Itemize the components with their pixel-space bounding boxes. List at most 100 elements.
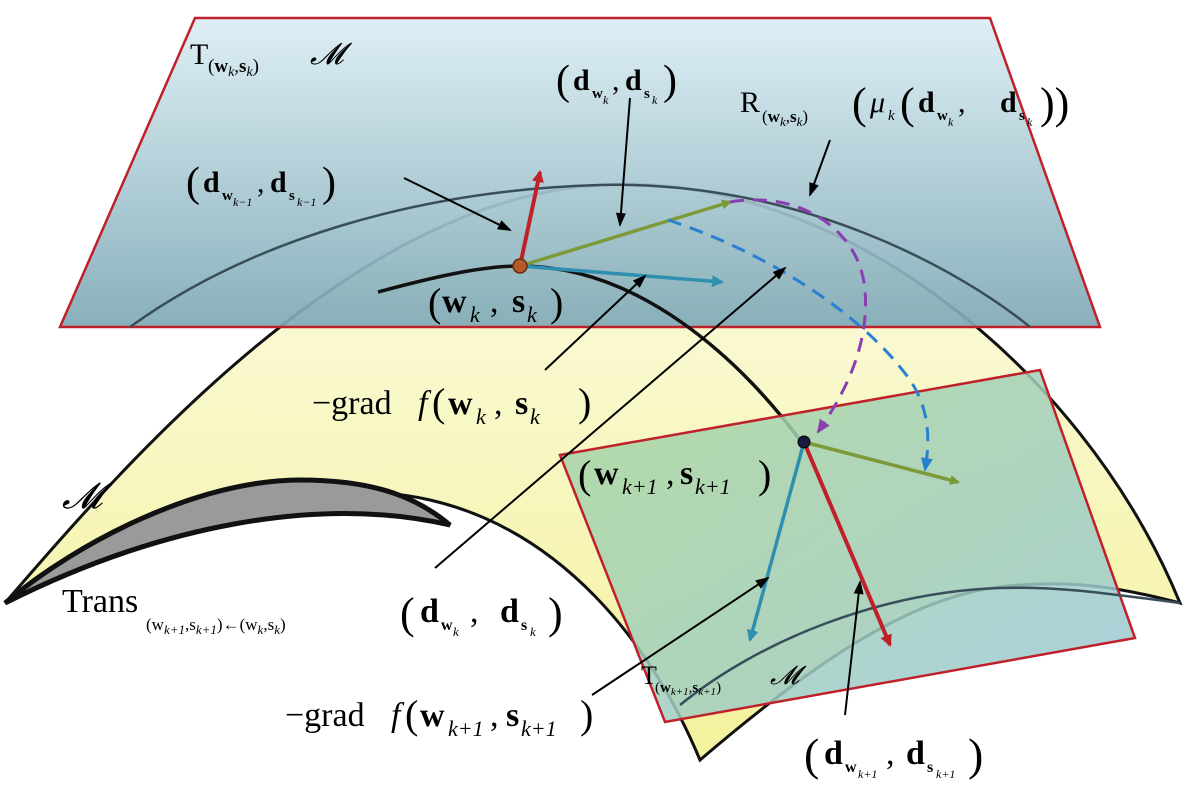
point-k1 bbox=[797, 435, 811, 449]
pointer-d-prev bbox=[403, 177, 512, 231]
svg-text:(wk,sk): (wk,sk) bbox=[762, 107, 808, 129]
svg-text:d: d bbox=[500, 593, 519, 630]
svg-text:(: ( bbox=[900, 79, 915, 128]
label-d-prev: ( d w k−1 , d s k−1 ) bbox=[186, 160, 336, 209]
svg-text:−grad: −grad bbox=[312, 385, 392, 422]
svg-text:w: w bbox=[420, 697, 445, 734]
svg-text:d: d bbox=[203, 166, 220, 199]
pointer-retraction bbox=[809, 139, 831, 197]
vector-neg-grad-k bbox=[519, 264, 724, 288]
svg-text:R: R bbox=[740, 86, 760, 119]
svg-text:): ) bbox=[758, 452, 771, 497]
pointer-d-next bbox=[844, 580, 864, 716]
svg-text:k: k bbox=[476, 404, 487, 429]
svg-text:w: w bbox=[594, 455, 619, 492]
svg-text:s: s bbox=[680, 455, 693, 492]
svg-text:k+1: k+1 bbox=[448, 716, 484, 741]
svg-text:(: ( bbox=[428, 280, 441, 325]
pointer-grad-k1 bbox=[591, 576, 770, 696]
svg-text:k: k bbox=[603, 93, 609, 107]
svg-text:)): )) bbox=[1040, 79, 1069, 128]
svg-text:(: ( bbox=[804, 729, 819, 780]
label-d-k: ( d w k , d s k ) bbox=[556, 58, 677, 107]
svg-text:s: s bbox=[512, 283, 525, 320]
retraction-path bbox=[729, 198, 868, 434]
svg-text:,: , bbox=[886, 735, 895, 772]
vector-transported-d bbox=[803, 440, 960, 485]
svg-text:k: k bbox=[1027, 115, 1033, 129]
vector-d-k bbox=[519, 199, 732, 268]
svg-text:k+1: k+1 bbox=[622, 474, 658, 499]
svg-text:k+1: k+1 bbox=[521, 716, 557, 741]
svg-text:k+1: k+1 bbox=[858, 767, 877, 781]
vector-d-next bbox=[802, 441, 892, 647]
svg-text:): ) bbox=[322, 160, 336, 206]
svg-text:s: s bbox=[515, 385, 528, 422]
svg-text:d: d bbox=[573, 64, 590, 97]
svg-text:k: k bbox=[527, 302, 538, 327]
svg-text:T: T bbox=[190, 38, 208, 71]
svg-text:Trans: Trans bbox=[62, 583, 138, 620]
manifold-underside bbox=[3, 477, 452, 606]
svg-text:s: s bbox=[289, 188, 295, 204]
svg-text:s: s bbox=[927, 759, 933, 776]
svg-text:k+1: k+1 bbox=[695, 474, 731, 499]
svg-text:): ) bbox=[578, 380, 591, 425]
svg-text:−grad: −grad bbox=[285, 697, 365, 734]
svg-text:): ) bbox=[580, 692, 593, 737]
svg-text:k−1: k−1 bbox=[297, 195, 316, 209]
svg-text:): ) bbox=[548, 589, 563, 638]
svg-text:): ) bbox=[663, 58, 677, 104]
label-neg-grad-k1: −grad f ( w k+1 , s k+1 ) bbox=[285, 692, 593, 741]
pointer-d-k bbox=[615, 97, 631, 227]
svg-text:(: ( bbox=[578, 452, 591, 497]
svg-text:μ: μ bbox=[869, 86, 885, 119]
svg-text:k+1: k+1 bbox=[936, 767, 955, 781]
svg-text:,: , bbox=[666, 455, 675, 492]
svg-text:T: T bbox=[641, 661, 657, 690]
svg-text:k: k bbox=[470, 302, 481, 327]
label-point-k: ( w k , s k ) bbox=[428, 280, 563, 327]
label-point-k1: ( w k+1 , s k+1 ) bbox=[578, 452, 771, 499]
svg-text:,: , bbox=[490, 283, 499, 320]
svg-text:d: d bbox=[1000, 86, 1017, 119]
pointer-trans bbox=[434, 266, 787, 569]
svg-text:w: w bbox=[442, 283, 467, 320]
point-k bbox=[512, 258, 528, 274]
label-transport: Trans (wk+1,sk+1)←(wk,sk) ( d w k , d s … bbox=[62, 583, 563, 639]
svg-text:(: ( bbox=[852, 79, 867, 128]
svg-text:s: s bbox=[506, 697, 519, 734]
label-d-next: ( d w k+1 , d s k+1 ) bbox=[804, 729, 983, 781]
svg-text:w: w bbox=[592, 86, 603, 102]
svg-text:s: s bbox=[644, 86, 650, 102]
svg-text:(wk+1,sk+1)←(wk,sk): (wk+1,sk+1)←(wk,sk) bbox=[146, 615, 286, 637]
tangent-plane-k bbox=[58, 16, 1102, 329]
svg-text:(: ( bbox=[405, 692, 418, 737]
svg-text:k−1: k−1 bbox=[233, 195, 252, 209]
svg-text:,: , bbox=[257, 166, 265, 199]
manifold-edge-through-plane-k1 bbox=[679, 586, 1181, 706]
svg-text:w: w bbox=[937, 108, 948, 124]
vector-d-prev bbox=[518, 170, 544, 267]
svg-text:,: , bbox=[490, 697, 499, 734]
svg-text:): ) bbox=[968, 729, 983, 780]
svg-text:k: k bbox=[948, 115, 954, 129]
svg-text:d: d bbox=[270, 166, 287, 199]
label-retraction: R (wk,sk) ( μ k ( d w k , d s k )) bbox=[740, 79, 1069, 129]
svg-text:d: d bbox=[625, 64, 642, 97]
svg-text:w: w bbox=[448, 385, 473, 422]
svg-text:,: , bbox=[470, 593, 479, 630]
svg-text:k: k bbox=[888, 108, 895, 124]
svg-text:d: d bbox=[824, 735, 843, 772]
svg-text:d: d bbox=[918, 86, 935, 119]
transport-path bbox=[667, 218, 933, 472]
svg-text:d: d bbox=[420, 593, 439, 630]
svg-text:k: k bbox=[530, 624, 536, 639]
svg-text:): ) bbox=[550, 280, 563, 325]
svg-text:w: w bbox=[441, 617, 453, 634]
svg-text:s: s bbox=[521, 617, 527, 634]
svg-text:k: k bbox=[652, 93, 658, 107]
label-neg-grad-k: −grad f ( w k , s k ) bbox=[312, 380, 591, 429]
svg-text:k: k bbox=[530, 404, 541, 429]
